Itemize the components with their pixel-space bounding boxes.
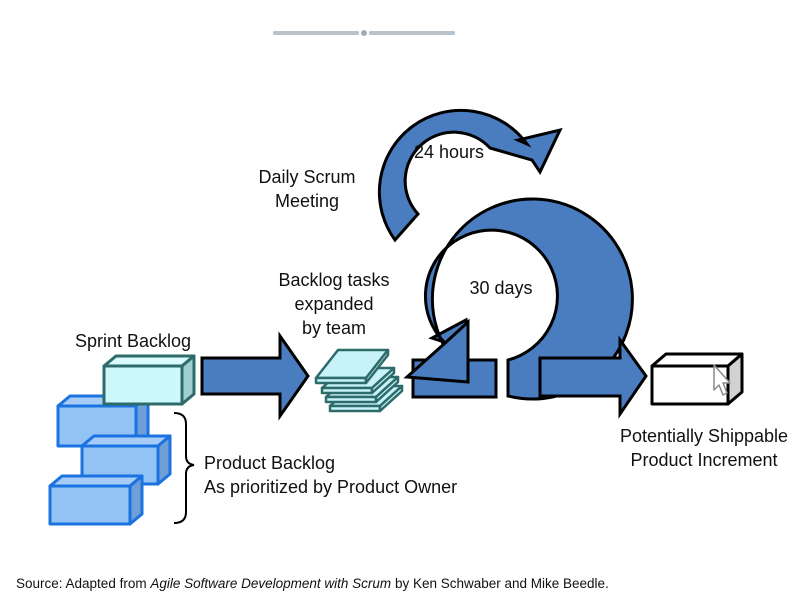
slide-divider-dot (361, 30, 367, 36)
product-backlog-stack (48, 394, 172, 526)
source-prefix: Source: Adapted from (16, 576, 151, 591)
hours-label: 24 hours (413, 142, 485, 162)
backlog-tasks-label-line1: Backlog tasks (278, 270, 390, 290)
product-backlog-item (80, 434, 172, 486)
backlog-tasks-label-line2: expanded (294, 294, 374, 314)
product-increment-box (650, 352, 744, 406)
sprint-backlog-box (102, 354, 196, 406)
backlog-tasks-stack (314, 348, 404, 413)
daily-scrum-label-line1: Daily Scrum (258, 167, 356, 187)
sprint-backlog-arrow (200, 331, 310, 421)
source-caption: Source: Adapted from Agile Software Deve… (16, 576, 609, 591)
sprint-backlog-label: Sprint Backlog (74, 331, 192, 351)
source-book-title: Agile Software Development with Scrum (150, 576, 392, 591)
daily-scrum-label: Daily Scrum Meeting (250, 165, 364, 213)
backlog-tasks-label: Backlog tasks expanded by team (270, 268, 398, 340)
increment-label-line2: Product Increment (630, 450, 778, 470)
daily-scrum-label-line2: Meeting (274, 191, 340, 211)
increment-label-line1: Potentially Shippable (619, 426, 789, 446)
source-suffix: by Ken Schwaber and Mike Beedle. (391, 576, 609, 591)
days-label: 30 days (469, 278, 533, 298)
mouse-pointer-icon (713, 364, 731, 396)
sprint-cycle-arrowhead (403, 318, 470, 384)
product-backlog-item (48, 474, 144, 526)
sprint-cycle-arrow (424, 197, 634, 401)
task-sheet (314, 348, 390, 385)
product-backlog-bracket (173, 412, 195, 524)
product-backlog-label-line1: Product Backlog (204, 453, 336, 473)
slide-divider-right (369, 31, 455, 35)
daily-cycle-arrow (377, 108, 563, 243)
backlog-tasks-label-line3: by team (301, 318, 367, 338)
output-arrow (538, 335, 648, 419)
product-backlog-label: Product Backlog As prioritized by Produc… (204, 451, 457, 499)
increment-label: Potentially Shippable Product Increment (606, 424, 802, 472)
product-backlog-label-line2: As prioritized by Product Owner (204, 477, 458, 497)
slide-divider-left (273, 31, 359, 35)
